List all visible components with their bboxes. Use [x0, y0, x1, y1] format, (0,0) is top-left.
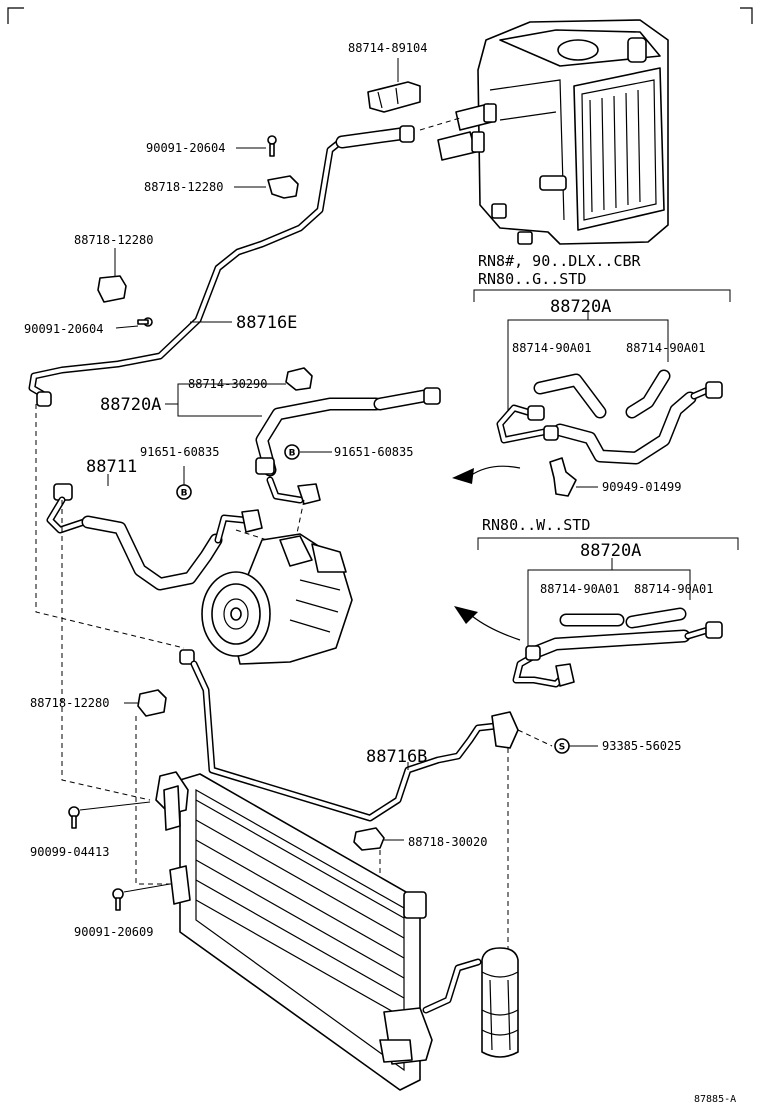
- bolt-b-marker-a: B: [176, 484, 192, 500]
- arrow-variant-1: [452, 465, 521, 484]
- condenser: [155, 771, 433, 1091]
- dashline-suction-to-liquid: [35, 404, 185, 649]
- label-88716e: 88716E: [236, 313, 297, 333]
- footer-reference: 87885-A: [694, 1094, 736, 1105]
- corner-mark-tl: [7, 7, 24, 24]
- hose-88720a-variant-2: [512, 607, 723, 688]
- protector-88714-30290: [285, 367, 313, 391]
- label-90949-01499: 90949-01499: [602, 480, 681, 494]
- variant-2-left-label: 88714-90A01: [540, 582, 619, 596]
- evaporator-unit: [437, 19, 669, 245]
- bolt-b-symbol-a: B: [181, 489, 188, 499]
- dashline-discharge-to-condenser: [61, 500, 151, 801]
- leader-93385-56025: [517, 729, 553, 747]
- label-88718-12280-left: 88718-12280: [74, 233, 153, 247]
- corner-mark-tr: [740, 7, 753, 24]
- leader-evap-suction: [419, 117, 461, 131]
- variant-2-group-label: 88720A: [580, 541, 641, 561]
- receiver-drier: [422, 947, 519, 1058]
- bracket-variant-2: [477, 537, 739, 550]
- bolt-90099-04413: [68, 806, 80, 829]
- discharge-hose-88711: [46, 483, 263, 591]
- dashline-clamp-to-condenser: [135, 716, 172, 885]
- variant-1-left-label: 88714-90A01: [512, 341, 591, 355]
- bracket-variant-1: [473, 289, 731, 302]
- bolt-90091-20604-top: [267, 135, 277, 157]
- label-90091-20604-top: 90091-20604: [146, 141, 225, 155]
- variant-1-right-label: 88714-90A01: [626, 341, 705, 355]
- compressor: [201, 533, 353, 665]
- leader-90091-20609: [123, 883, 171, 893]
- label-88718-12280-lower: 88718-12280: [30, 696, 109, 710]
- clamp-88718-12280-lower: [137, 689, 167, 717]
- hose-88720a-variant-1: [496, 369, 723, 465]
- label-88720a-main: 88720A: [100, 395, 161, 415]
- bracket-variant-1-sub: [507, 310, 669, 330]
- protector-88714-89104: [367, 81, 421, 113]
- variant-1-line-1: RN8#, 90..DLX..CBR: [478, 252, 642, 270]
- leader-compressor-suction: [295, 499, 305, 539]
- clamp-88718-30020: [353, 827, 385, 851]
- clamp-88718-12280-upper: [267, 175, 299, 199]
- label-88714-30290: 88714-30290: [188, 377, 267, 391]
- label-90091-20609: 90091-20609: [74, 925, 153, 939]
- label-93385-56025: 93385-56025: [602, 739, 681, 753]
- leader-88720a-bracket: [165, 383, 286, 417]
- label-90091-20604-left: 90091-20604: [24, 322, 103, 336]
- variant-1-group-label: 88720A: [550, 297, 611, 317]
- clip-90949-01499: [549, 457, 577, 497]
- variant-1-line-2: RN80..G..STD: [478, 270, 586, 288]
- bolt-90091-20604-left: [137, 317, 153, 327]
- label-90099-04413: 90099-04413: [30, 845, 109, 859]
- bracket-variant-2-sub: [527, 558, 691, 580]
- leader-90099-04413: [79, 801, 151, 811]
- bolt-90091-20609: [112, 888, 124, 911]
- label-91651-60835-b: 91651-60835: [334, 445, 413, 459]
- hose-88720a-main: [255, 387, 441, 505]
- seal-s-marker: S: [554, 738, 570, 754]
- arrow-variant-2: [454, 606, 521, 641]
- label-91651-60835-a: 91651-60835: [140, 445, 219, 459]
- label-88711: 88711: [86, 457, 137, 477]
- label-88718-30020: 88718-30020: [408, 835, 487, 849]
- label-88714-89104: 88714-89104: [348, 41, 427, 55]
- bolt-b-symbol-b: B: [289, 449, 296, 459]
- suction-pipe-88716e: [28, 125, 415, 407]
- variant-2-line-1: RN80..W..STD: [482, 516, 590, 534]
- label-88718-12280-upper: 88718-12280: [144, 180, 223, 194]
- leader-90091-20604-left: [115, 325, 139, 329]
- clamp-88718-12280-left: [97, 275, 127, 303]
- label-88716b: 88716B: [366, 747, 427, 767]
- seal-s-symbol: S: [559, 743, 565, 753]
- variant-2-right-label: 88714-90A01: [634, 582, 713, 596]
- bolt-b-marker-b: B: [284, 444, 300, 460]
